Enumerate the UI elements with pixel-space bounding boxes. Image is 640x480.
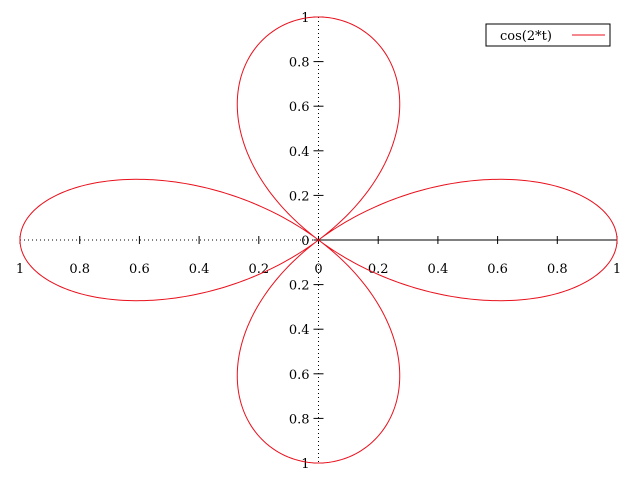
- series-layer: [19, 16, 618, 464]
- y-tick-label: 0.4: [289, 323, 310, 338]
- y-tick-label: 0.4: [289, 145, 310, 160]
- x-tick-label: 0.8: [69, 262, 90, 277]
- x-tick-label: 1: [613, 262, 621, 277]
- x-tick-label: 1: [16, 262, 24, 277]
- y-tick-label: 0.6: [289, 368, 310, 383]
- y-tick-label: 0.2: [289, 189, 310, 204]
- y-tick-label: 0.6: [289, 100, 310, 115]
- y-tick-label: 0.2: [289, 279, 310, 294]
- legend-label: cos(2*t): [500, 29, 552, 44]
- x-tick-label: 0.4: [189, 262, 210, 277]
- y-tick-label: 1: [301, 457, 309, 472]
- x-tick-label: 0.6: [487, 262, 508, 277]
- y-tick-label: 0.8: [289, 412, 310, 427]
- series-line-cos2t: [19, 16, 618, 464]
- x-tick-label: 0: [314, 262, 322, 277]
- y-tick-label: 0: [301, 234, 309, 249]
- x-tick-label: 0.2: [248, 262, 269, 277]
- y-tick-label: 0.8: [289, 56, 310, 71]
- legend: cos(2*t): [485, 23, 611, 47]
- axes: [20, 17, 617, 463]
- x-tick-label: 0.4: [428, 262, 449, 277]
- x-tick-label: 0.8: [547, 262, 568, 277]
- x-tick-label: 0.2: [368, 262, 389, 277]
- ticks: 1 0.8 0.6 0.4 0.2 0 0.2 0.4 0.6 0.8 1 1 0.8 0.6 0.4 0.2…: [16, 11, 621, 472]
- legend-box: [485, 23, 611, 47]
- x-tick-label: 0.6: [129, 262, 150, 277]
